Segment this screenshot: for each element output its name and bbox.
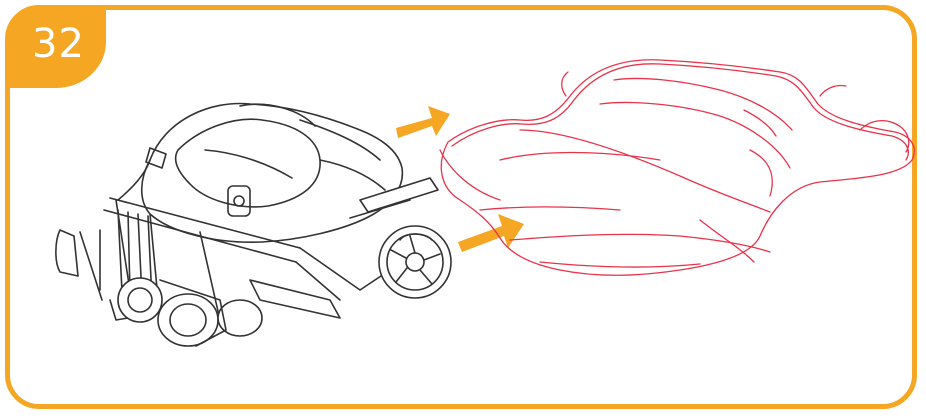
arrow-right-icon (396, 106, 524, 252)
step-number: 32 (32, 21, 85, 67)
step-badge: 32 (10, 6, 106, 88)
storage-bag-cover-icon (439, 59, 915, 276)
folded-stroller-icon (55, 102, 452, 347)
